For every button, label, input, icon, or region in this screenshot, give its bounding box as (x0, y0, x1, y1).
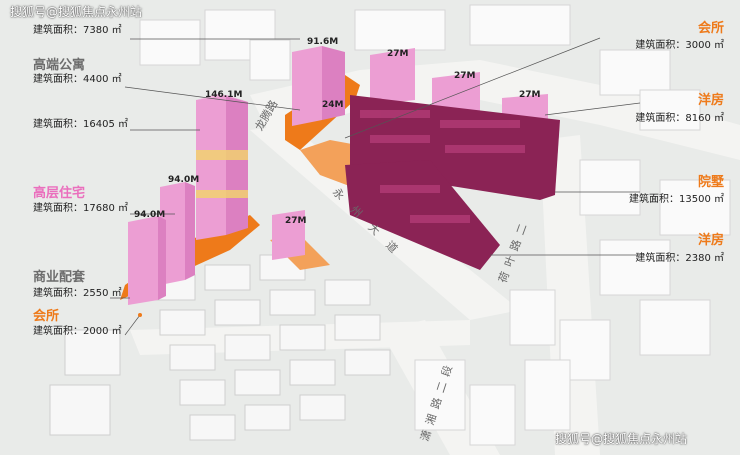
label-name-3: 高层住宅 (33, 186, 86, 201)
height-podium: 24M (322, 100, 344, 110)
label-name-4: 商业配套 (33, 270, 86, 285)
height-lowrise-4: 27M (285, 216, 307, 226)
right-label-area-3: 建筑面积：2380 ㎡ (635, 253, 724, 264)
height-tower-c: 94.0M (168, 175, 200, 185)
tower-c (160, 182, 195, 285)
height-lowrise-2: 27M (454, 71, 476, 81)
label-area-2: 建筑面积：16405 ㎡ (33, 119, 128, 130)
tower-a (292, 46, 345, 126)
label-area-0: 建筑面积：7380 ㎡ (33, 25, 122, 36)
right-label-area-2: 建筑面积：13500 ㎡ (629, 194, 724, 205)
right-label-name-0: 会所 (697, 21, 724, 36)
right-label-name-2: 院墅 (697, 175, 724, 190)
label-area-4: 建筑面积：2550 ㎡ (33, 288, 122, 299)
grid-buildings (49, 254, 391, 441)
label-name-5: 会所 (33, 309, 60, 324)
villa-highlights (360, 110, 525, 223)
height-tower-a: 91.6M (307, 37, 339, 47)
label-name-1: 高端公寓 (33, 58, 86, 73)
label-area-5: 建筑面积：2000 ㎡ (33, 326, 122, 337)
height-lowrise-1: 27M (387, 49, 409, 59)
label-area-1: 建筑面积：4400 ㎡ (33, 74, 122, 85)
right-label-name-3: 洋房 (697, 233, 724, 248)
leader-lines (110, 37, 641, 336)
tower-d (128, 216, 166, 305)
height-lowrise-3: 27M (519, 90, 541, 100)
tower-b (196, 94, 248, 240)
watermark-bottom: 搜狐号@搜狐焦点永州站 (555, 432, 688, 446)
right-label-area-1: 建筑面积：8160 ㎡ (635, 113, 724, 124)
right-label-name-1: 洋房 (697, 93, 724, 108)
height-tower-d: 94.0M (134, 210, 166, 220)
right-label-area-0: 建筑面积：3000 ㎡ (635, 40, 724, 51)
height-tower-b: 146.1M (205, 90, 243, 100)
label-area-3: 建筑面积：17680 ㎡ (33, 203, 128, 214)
surrounding-buildings (139, 4, 731, 446)
watermark-top: 搜狐号@搜狐焦点永州站 (10, 5, 143, 19)
